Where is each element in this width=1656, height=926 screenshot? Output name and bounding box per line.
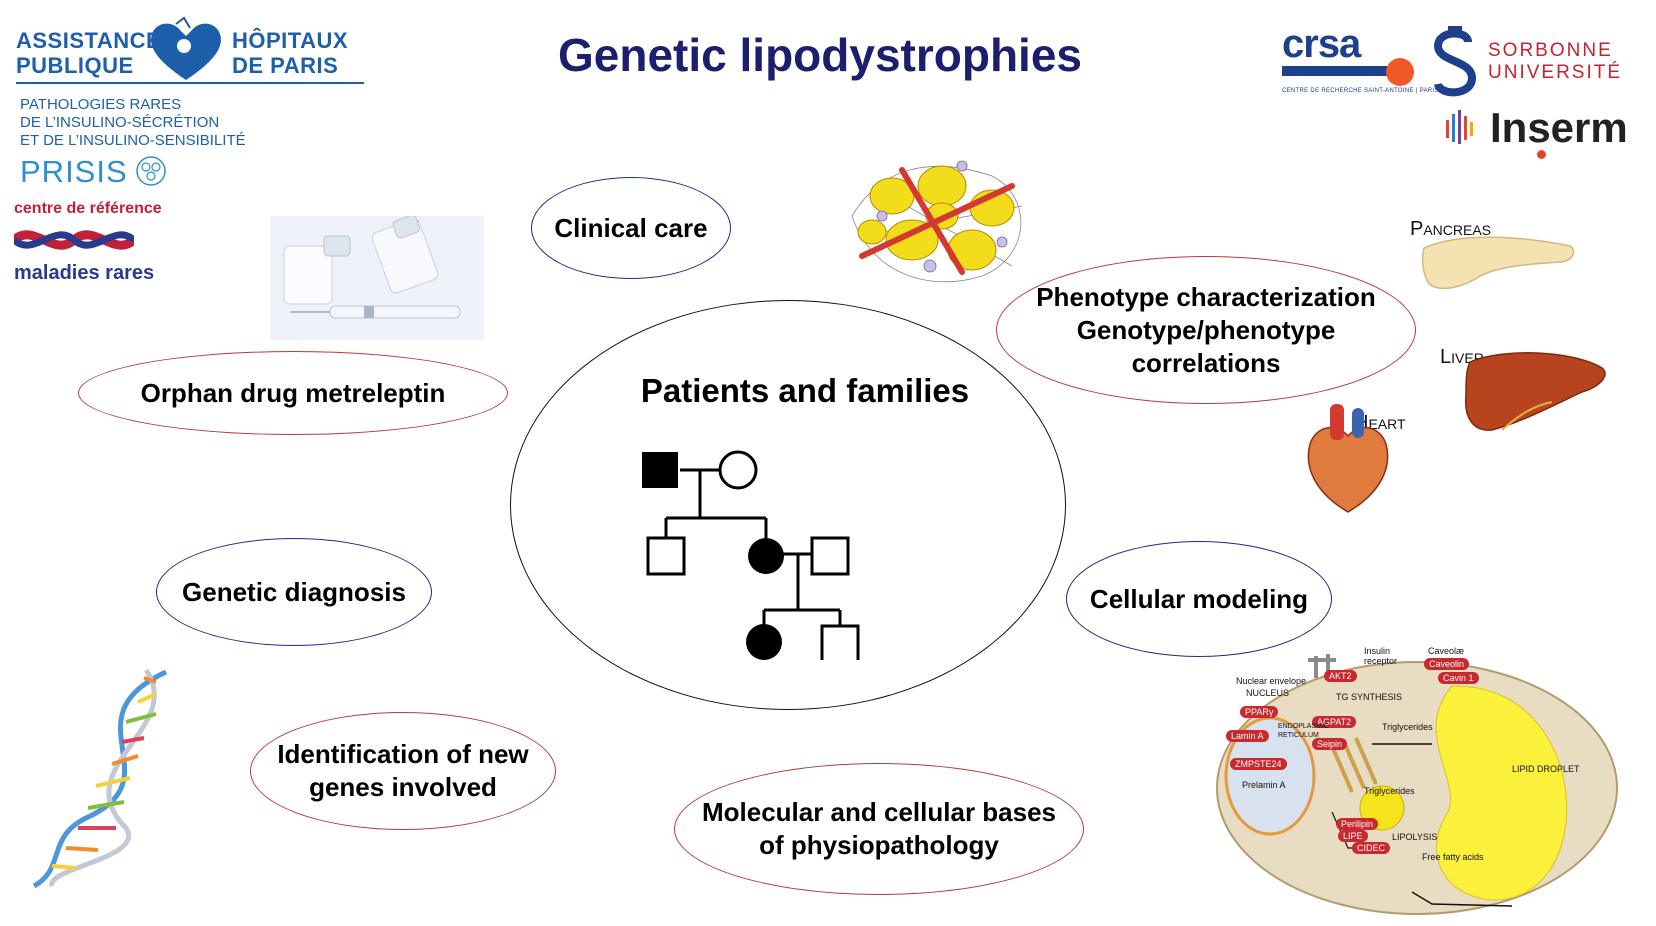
dna-helix-image bbox=[32, 668, 168, 888]
heart-image bbox=[1307, 404, 1389, 513]
aphp-logo-left-text: ASSISTANCE PUBLIQUE bbox=[16, 28, 162, 78]
cellular-modeling-label: Cellular modeling bbox=[1089, 583, 1309, 614]
prelamin-label: Prelamin A bbox=[1242, 780, 1286, 790]
adipocyte-cell-image: Insulin receptor Caveolæ Caveolin Cavin … bbox=[1212, 646, 1622, 920]
cavin-label: Cavin 1 bbox=[1438, 672, 1479, 684]
crsa-logo-bar bbox=[1282, 66, 1392, 76]
prisis-subtitle: PATHOLOGIES RARES DE L’INSULINO-SÉCRÉTIO… bbox=[20, 96, 246, 149]
prisis-emblem-icon bbox=[136, 156, 166, 186]
sorbonne-emblem-icon bbox=[1433, 26, 1477, 97]
nuclear-envelope-label: Nuclear envelope bbox=[1236, 676, 1307, 686]
phenotype-node: Phenotype characterization Genotype/phen… bbox=[996, 256, 1416, 404]
cellular-modeling-node: Cellular modeling bbox=[1066, 541, 1332, 657]
cidec-label: CIDEC bbox=[1352, 842, 1391, 854]
unaffected-male-child bbox=[646, 536, 686, 576]
prisis-logo-text: PRISIS bbox=[20, 154, 128, 189]
lipid-droplet-label: LIPID DROPLET bbox=[1512, 764, 1580, 774]
free-fatty-acids-label: Free fatty acids bbox=[1422, 852, 1484, 862]
clinical-care-node: Clinical care bbox=[531, 177, 731, 279]
aphp-heart-logo bbox=[151, 16, 221, 80]
unaffected-female-parent bbox=[718, 450, 758, 490]
rare-diseases-wave-logo bbox=[14, 230, 134, 250]
molecular-bases-node: Molecular and cellular bases of physiopa… bbox=[674, 763, 1084, 895]
phenotype-label: Phenotype characterization Genotype/phen… bbox=[1036, 281, 1376, 378]
lipolysis-label: LIPOLYSIS bbox=[1392, 832, 1438, 842]
molecular-bases-label: Molecular and cellular bases of physiopa… bbox=[701, 797, 1057, 860]
unaffected-male-spouse bbox=[810, 536, 850, 576]
zmpste24-label: ZMPSTE24 bbox=[1230, 758, 1287, 770]
affected-female-child bbox=[748, 538, 784, 574]
aphp-logo-rule bbox=[16, 82, 364, 84]
lipe-label: LIPE bbox=[1338, 830, 1368, 842]
pancreas-label: Pancreas bbox=[1410, 218, 1492, 240]
reference-centre-top-text: centre de référence bbox=[14, 200, 162, 217]
seipin-label: Seipin bbox=[1312, 738, 1348, 750]
page-title: Genetic lipodystrophies bbox=[558, 29, 1082, 81]
affected-male-parent bbox=[642, 452, 678, 488]
nucleus-label: NUCLEUS bbox=[1246, 688, 1290, 698]
aphp-logo-right-text: HÔPITAUX DE PARIS bbox=[232, 28, 349, 78]
sorbonne-logo-text: SORBONNE UNIVERSITÉ bbox=[1488, 40, 1623, 83]
caveolae-label: Caveolæ bbox=[1428, 646, 1465, 656]
pancreas-image bbox=[1421, 236, 1575, 290]
inserm-bars-icon bbox=[1446, 110, 1473, 144]
vials-syringe-image bbox=[270, 216, 484, 340]
patients-families-label: Patients and families bbox=[640, 372, 970, 409]
orphan-drug-node: Orphan drug metreleptin bbox=[78, 351, 508, 435]
genetic-diagnosis-node: Genetic diagnosis bbox=[156, 538, 432, 646]
ppar-label: PPARγ bbox=[1240, 706, 1279, 718]
crsa-logo-dot bbox=[1386, 58, 1414, 86]
orphan-drug-label: Orphan drug metreleptin bbox=[140, 377, 446, 408]
lamin-label: Lamin A bbox=[1226, 730, 1269, 742]
patients-families-oval bbox=[510, 300, 1066, 710]
new-genes-label: Identification of new genes involved bbox=[277, 739, 529, 802]
adipose-tissue-image bbox=[851, 160, 1023, 283]
unaffected-male-grandchild bbox=[820, 624, 860, 660]
insulin-receptor-label: Insulin receptor bbox=[1364, 646, 1398, 666]
triglycerides-label-2: Triglycerides bbox=[1364, 786, 1415, 796]
er-label: ENDOPLASMIC RETICULUM bbox=[1278, 723, 1329, 739]
genetic-diagnosis-label: Genetic diagnosis bbox=[182, 576, 406, 607]
new-genes-node: Identification of new genes involved bbox=[250, 712, 556, 830]
tg-synthesis-label: TG SYNTHESIS bbox=[1336, 692, 1403, 702]
agpat2-label: AGPAT2 bbox=[1312, 716, 1357, 728]
liver-image bbox=[1464, 352, 1606, 431]
pedigree-diagram bbox=[642, 450, 860, 660]
akt2-label: AKT2 bbox=[1324, 670, 1357, 682]
reference-centre-bottom-text: maladies rares bbox=[14, 262, 155, 284]
caveolin-label: Caveolin bbox=[1424, 658, 1470, 670]
triglycerides-label-1: Triglycerides bbox=[1382, 722, 1433, 732]
clinical-care-label: Clinical care bbox=[554, 212, 708, 243]
inserm-logo-dot bbox=[1537, 150, 1546, 159]
perilipin-label: Perilipin bbox=[1336, 818, 1379, 830]
crsa-logo-text: crsa bbox=[1282, 22, 1361, 66]
affected-female-grandchild bbox=[746, 624, 782, 660]
inserm-logo-text: Inserm bbox=[1490, 104, 1628, 151]
crsa-subtitle: CENTRE DE RECHERCHE SAINT-ANTOINE | PARI… bbox=[1282, 88, 1439, 94]
